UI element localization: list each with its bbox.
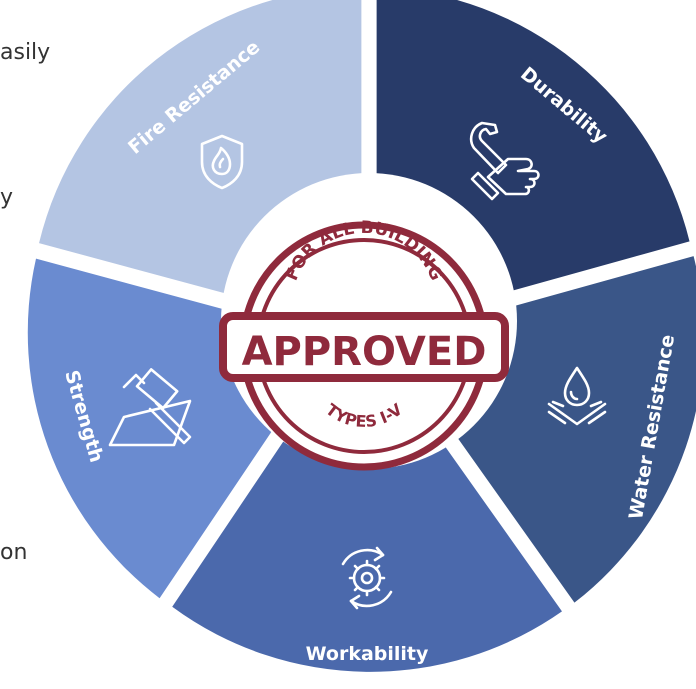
workability-label: Workability: [306, 643, 429, 665]
shield-flame-icon: [200, 134, 244, 190]
stamp-main-text: APPROVED: [242, 329, 487, 375]
workability-segment: Workability: [172, 420, 562, 672]
water-drop-icon: [547, 366, 607, 426]
fragment-text-1: asily: [0, 40, 51, 65]
fragment-text-3: on: [0, 540, 28, 565]
gear-cycle-icon: [341, 546, 393, 610]
hammer-icon: [108, 368, 192, 447]
wrench-hand-icon: [469, 121, 540, 201]
fragment-text-2: y: [0, 185, 14, 210]
